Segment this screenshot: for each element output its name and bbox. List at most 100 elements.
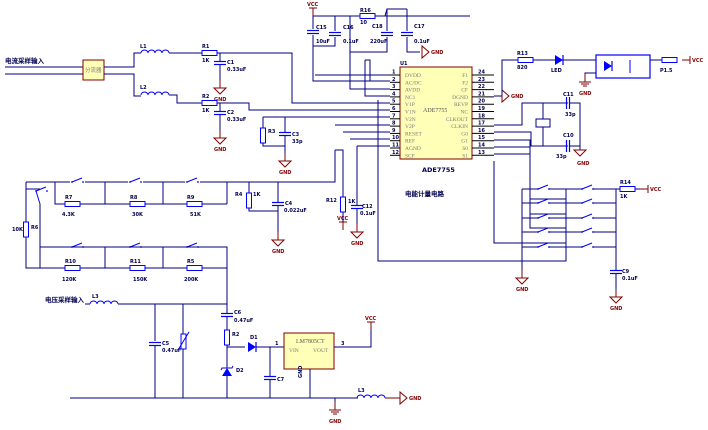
wire <box>312 35 390 82</box>
switch <box>581 213 593 219</box>
wire <box>335 149 344 197</box>
wire <box>501 59 518 96</box>
switch-contact <box>46 190 48 192</box>
pin-number: 10 <box>392 135 399 141</box>
label-C2v: 0.33uF <box>227 117 246 123</box>
label-R2: R2 <box>202 94 210 100</box>
ground-label: GND <box>579 91 591 97</box>
switch <box>186 242 198 248</box>
inductor <box>140 49 170 54</box>
wire <box>375 8 407 17</box>
pin-name: CF <box>461 88 468 94</box>
ground-icon <box>212 137 228 145</box>
label-R3: R3 <box>268 129 276 135</box>
wire <box>248 208 278 212</box>
label-C10: C10 <box>563 133 574 139</box>
pin-number: 14 <box>478 143 485 149</box>
wire <box>104 73 141 97</box>
label-R10: R10 <box>65 259 76 265</box>
ground-label: GND <box>214 97 226 103</box>
label-R1v: 1K <box>202 58 210 64</box>
pin-number: 6 <box>392 106 396 112</box>
wire <box>315 74 390 81</box>
ground-label: GND <box>351 241 363 247</box>
label-R2v: 1K <box>202 108 210 114</box>
ground-label: GND <box>272 249 284 255</box>
label-C1v: 0.33uF <box>227 67 246 73</box>
label-R7: R7 <box>65 195 73 201</box>
label-C4v: 0.022uF <box>284 208 307 214</box>
switch <box>537 227 549 233</box>
pin-number: 5 <box>392 99 396 105</box>
pin-name: DGND <box>452 95 468 101</box>
pin-number: 17 <box>478 121 485 127</box>
label-C17v: 0.1uF <box>414 39 430 45</box>
label-C18v: 220uF <box>370 39 387 45</box>
ground-icon <box>501 88 510 104</box>
pin-number: 9 <box>392 128 396 134</box>
switch <box>35 186 47 192</box>
label-L2: L2 <box>140 85 147 91</box>
vcc-label: VCC <box>650 187 662 193</box>
pin-name: V2N <box>405 117 416 123</box>
ground-icon <box>399 390 408 406</box>
label-C12: C12 <box>362 204 373 210</box>
resistor <box>23 221 29 238</box>
pin-number: 24 <box>478 70 485 76</box>
label-C10v: 33p <box>556 154 567 160</box>
vin-pin: VIN <box>289 348 299 354</box>
label-R14v: 1K <box>620 194 628 200</box>
switch-contact <box>537 231 539 233</box>
pin-name: SCF <box>405 153 415 159</box>
wire <box>584 72 596 80</box>
ground-label: GND <box>610 306 622 312</box>
ground-label: GND <box>516 287 528 293</box>
pin-name: G0 <box>461 131 468 137</box>
crystal <box>535 118 551 128</box>
label-C4: C4 <box>285 201 293 207</box>
pin-name: DVDD <box>405 73 421 79</box>
diode-icon <box>248 342 256 352</box>
label-C5: C5 <box>162 341 170 347</box>
label-gndpin: GND <box>298 366 304 378</box>
label-L1: L1 <box>140 44 147 50</box>
wire <box>493 161 566 244</box>
pin-name: V1N <box>405 110 416 116</box>
ground-label: GND <box>214 147 226 153</box>
wire <box>570 102 581 146</box>
pin-name: RESET <box>405 131 422 137</box>
ground-label: GND <box>577 161 589 167</box>
inductor <box>89 300 119 305</box>
resistor <box>201 50 218 56</box>
switch-contact <box>82 181 84 183</box>
wire <box>350 37 388 53</box>
label-C9v: 0.1uF <box>622 276 638 282</box>
resistor <box>201 100 218 106</box>
wire <box>217 102 390 111</box>
wire <box>494 153 566 229</box>
label-R10v: 120K <box>62 277 77 283</box>
label-R6: R6 <box>31 225 39 231</box>
vcc-label: VCC <box>307 2 319 8</box>
label-C16: C16 <box>343 25 354 31</box>
wire <box>169 94 202 104</box>
wire <box>40 246 228 310</box>
label-R5: R5 <box>187 259 195 265</box>
label-D1: D1 <box>250 335 258 341</box>
label-R8: R8 <box>130 195 138 201</box>
switch <box>581 198 593 204</box>
label-R2b: R2 <box>232 332 240 338</box>
wire <box>313 37 336 47</box>
pin-name: NC1 <box>405 95 416 101</box>
vcc-label: VCC <box>365 316 377 322</box>
pin-number: 20 <box>478 99 485 105</box>
resistor <box>224 329 230 346</box>
resistor <box>64 265 81 271</box>
switch-contact <box>581 231 583 233</box>
pin-name: REVP <box>454 102 468 108</box>
diode-icon <box>604 61 612 71</box>
switch <box>537 242 549 248</box>
pin-name: S0 <box>462 146 468 152</box>
switch <box>581 242 593 248</box>
